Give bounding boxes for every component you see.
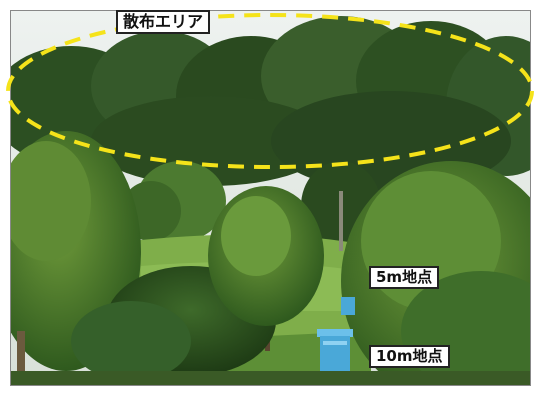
spray-area-label: 散布エリア — [116, 10, 211, 35]
point-10m-label: 10m地点 — [369, 345, 450, 369]
bucket-lid — [317, 329, 353, 337]
point-5m-label: 5m地点 — [369, 266, 440, 290]
